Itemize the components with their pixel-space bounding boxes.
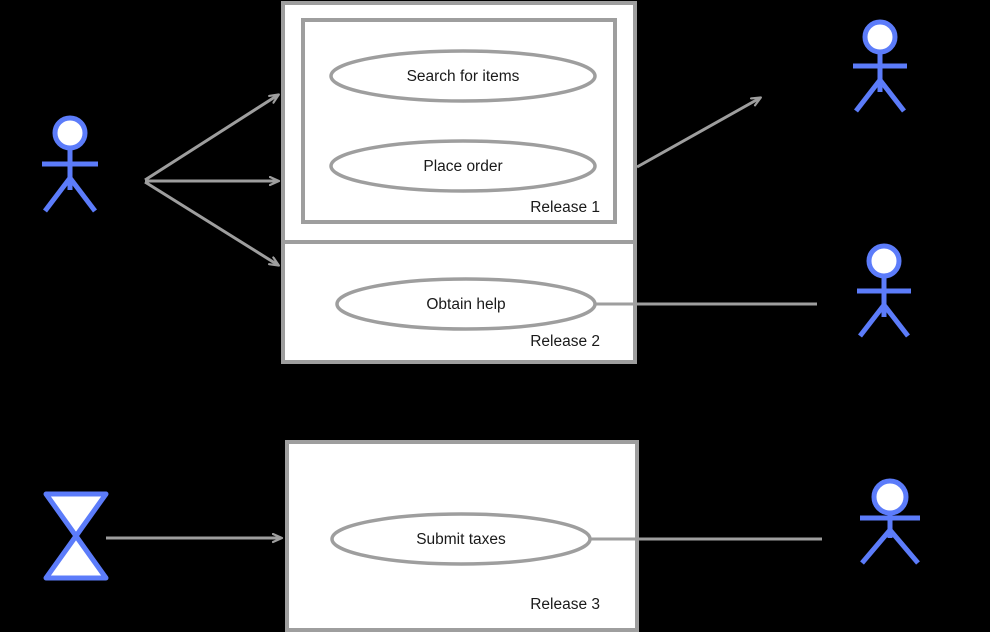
use-case-label: Obtain help bbox=[426, 296, 505, 313]
stick-figure-actor-icon-head bbox=[866, 243, 902, 279]
use-case-obtain-help[interactable]: Obtain help bbox=[335, 277, 597, 331]
hourglass-timer-actor-icon-bottom bbox=[43, 533, 109, 581]
stick-figure-actor-icon-leg-left bbox=[858, 303, 886, 338]
actor-bottom-right[interactable] bbox=[860, 478, 920, 565]
use-case-submit-taxes[interactable]: Submit taxes bbox=[330, 512, 592, 566]
stick-figure-actor-icon-leg-right bbox=[68, 176, 97, 213]
stick-figure-actor-icon-leg-right bbox=[882, 303, 910, 338]
actor-left-customer[interactable] bbox=[42, 115, 98, 213]
use-case-label: Search for items bbox=[407, 68, 520, 85]
release-2-label: Release 2 bbox=[530, 333, 600, 350]
actor-middle-right[interactable] bbox=[857, 243, 911, 338]
connector-actor-to-obtain-help[interactable] bbox=[144, 180, 278, 265]
stick-figure-actor-icon-head bbox=[862, 19, 898, 55]
connector-place-order-to-top-actor[interactable] bbox=[636, 98, 760, 169]
use-case-ellipse[interactable] bbox=[330, 512, 592, 566]
stick-figure-actor-icon-leg-left bbox=[854, 78, 882, 113]
use-case-search-for-items[interactable]: Search for items bbox=[329, 49, 597, 103]
use-case-place-order[interactable]: Place order bbox=[329, 139, 597, 193]
connectors-layer bbox=[106, 95, 822, 539]
use-case-ellipse[interactable] bbox=[329, 139, 597, 193]
release-1-label: Release 1 bbox=[530, 199, 600, 216]
stick-figure-actor-icon-leg-right bbox=[888, 528, 920, 565]
stick-figure-actor-icon-leg-left bbox=[860, 528, 892, 565]
use-case-ellipse[interactable] bbox=[335, 277, 597, 331]
release-3-label: Release 3 bbox=[530, 596, 600, 613]
use-case-label: Place order bbox=[423, 158, 502, 175]
stick-figure-actor-icon-head bbox=[871, 478, 909, 516]
stick-figure-actor-icon-head bbox=[52, 115, 88, 151]
stick-figure-actor-icon-leg-left bbox=[43, 176, 72, 213]
stick-figure-actor-icon-leg-right bbox=[878, 78, 906, 113]
use-case-ellipse[interactable] bbox=[329, 49, 597, 103]
actor-timer[interactable] bbox=[43, 491, 109, 581]
actor-top-right[interactable] bbox=[853, 19, 907, 113]
hourglass-timer-actor-icon-top bbox=[43, 491, 109, 539]
use-case-label: Submit taxes bbox=[416, 531, 506, 548]
connector-actor-to-search[interactable] bbox=[144, 95, 278, 182]
